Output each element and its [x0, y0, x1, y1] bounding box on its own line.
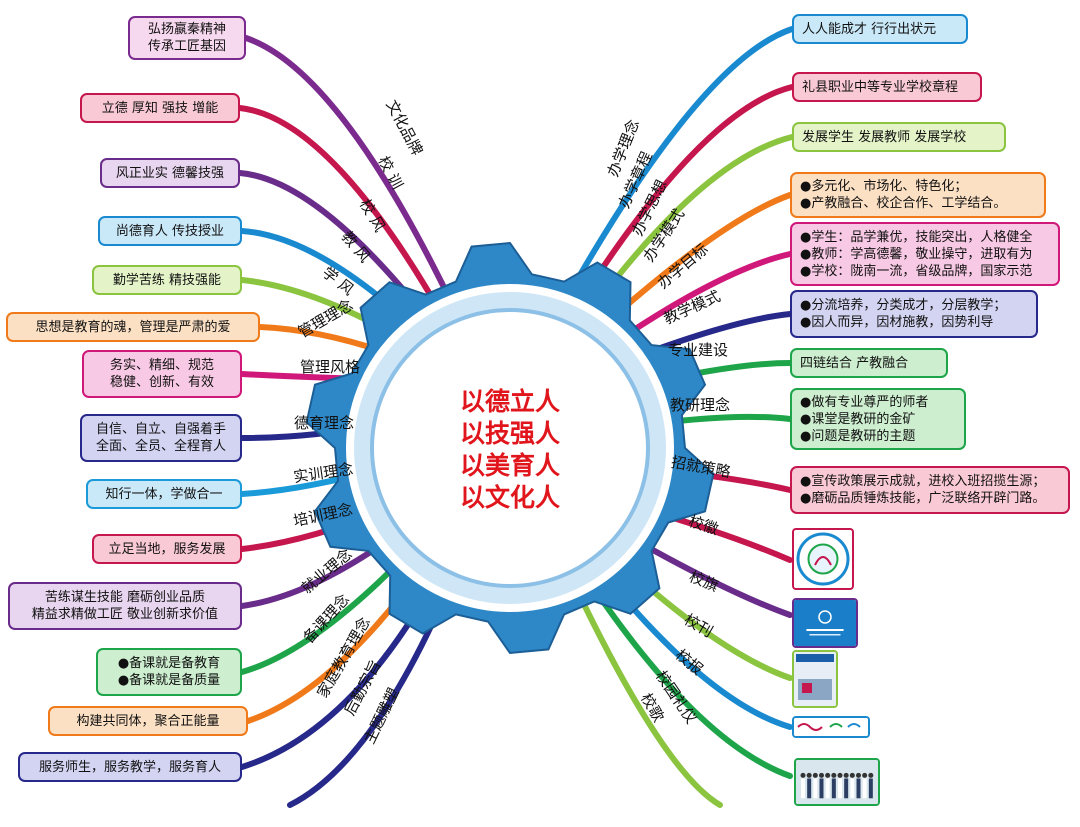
gear-center-disc: [370, 308, 650, 588]
left-leaf-text-12-0: 构建共同体，聚合正能量: [76, 713, 220, 729]
right-leaf-box-4: ●学生：品学兼优，技能突出，人格健全●教师：学高德馨，敬业操守，进取有为●学校：…: [790, 222, 1060, 286]
right-leaf-box-1: 礼县职业中等专业学校章程: [792, 72, 982, 102]
central-gear: [305, 241, 715, 655]
left-leaf-text-8-0: 知行一体，学做合一: [105, 486, 223, 502]
right-leaf-text-6-0: 四链结合 产教融合: [800, 355, 909, 371]
left-branch-line-1: [237, 105, 448, 323]
left-leaf-box-7: 自信、自立、自强着手全面、全员、全程育人: [80, 414, 242, 462]
paper-image-icon: [794, 718, 868, 736]
right-leaf-text-4-0: ●学生：品学兼优，技能突出，人格健全: [800, 229, 1033, 245]
left-leaf-text-10-0: 苦练谋生技能 磨砺创业品质: [44, 590, 206, 605]
left-branch-label-2: 校 风: [356, 196, 389, 235]
right-leaf-box-6: 四链结合 产教融合: [790, 348, 948, 378]
right-leaf-text-4-2: ●学校：陇南一流，省级品牌，国家示范: [800, 263, 1033, 279]
right-leaf-text-0-0: 人人能成才 行行出状元: [802, 21, 937, 37]
right-leaf-box-7: ●做有专业尊严的师者●课堂是教研的金矿●问题是教研的主题: [790, 388, 966, 450]
left-leaf-text-13-0: 服务师生，服务教学，服务育人: [38, 759, 221, 775]
left-leaf-text-1-0: 立德 厚知 强技 增能: [101, 100, 219, 116]
left-branch-label-0: 文化品牌: [382, 97, 426, 158]
right-branch-label-10: 校旗: [687, 567, 722, 595]
right-thumbnail-photo: [794, 758, 880, 806]
right-thumbnail-flag: [792, 598, 858, 648]
right-branch-label-9: 校徽: [686, 512, 720, 538]
center-text-line-0: 以德立人: [460, 387, 560, 416]
flag-image-icon: [794, 600, 856, 646]
left-leaf-box-1: 立德 厚知 强技 增能: [80, 93, 240, 123]
left-leaf-box-11: ●备课就是备教育 ●备课就是备质量: [96, 648, 242, 696]
left-leaf-box-13: 服务师生，服务教学，服务育人: [18, 752, 242, 782]
right-branch-label-7: 教研理念: [670, 396, 730, 414]
left-leaf-text-10-1: 精益求精做工匠 敬业创新求价值: [31, 607, 219, 622]
left-leaf-text-0-1: 传承工匠基因: [147, 39, 226, 54]
center-text-line-3: 以文化人: [460, 483, 560, 512]
right-leaf-box-0: 人人能成才 行行出状元: [792, 14, 968, 44]
left-branch-label-6: 管理风格: [300, 358, 360, 376]
right-leaf-text-3-1: ●产教融合、校企合作、工学结合。: [800, 196, 1007, 211]
right-branch-label-6: 专业建设: [668, 341, 728, 359]
left-leaf-text-4-0: 勤学苦练 精技强能: [112, 272, 222, 288]
right-thumbnail-journal: [792, 650, 838, 708]
emblem-image-icon: [796, 532, 850, 586]
center-text-line-2: 以美育人: [460, 451, 560, 480]
left-leaf-text-5-0: 思想是教育的魂，管理是严肃的爱: [35, 319, 231, 335]
left-leaf-box-2: 风正业实 德馨技强: [100, 158, 240, 188]
left-leaf-box-5: 思想是教育的魂，管理是严肃的爱: [6, 312, 260, 342]
left-leaf-box-3: 尚德育人 传技授业: [98, 216, 242, 246]
left-leaf-box-10: 苦练谋生技能 磨砺创业品质精益求精做工匠 敬业创新求价值: [8, 582, 242, 630]
left-leaf-text-7-1: 全面、全员、全程育人: [95, 439, 226, 454]
left-branch-line-0: [243, 35, 458, 313]
journal-image-icon: [794, 652, 836, 706]
left-leaf-box-8: 知行一体，学做合一: [86, 479, 242, 509]
photo-image-icon: [796, 760, 878, 804]
right-leaf-text-1-0: 礼县职业中等专业学校章程: [802, 79, 959, 95]
right-branch-line-0: [557, 26, 795, 313]
right-branch-line-14: [559, 555, 723, 808]
right-leaf-text-7-2: ●问题是教研的主题: [800, 428, 916, 444]
right-leaf-text-3-0: ●多元化、市场化、特色化；: [800, 179, 968, 194]
right-leaf-text-7-0: ●做有专业尊严的师者: [800, 394, 929, 410]
right-leaf-text-8-0: ●宣传政策展示成就，进校入班招揽生源；: [800, 474, 1046, 489]
right-leaf-text-4-1: ●教师：学高德馨，敬业操守，进取有为: [800, 246, 1033, 262]
right-leaf-box-8: ●宣传政策展示成就，进校入班招揽生源； ●磨砺品质锤炼技能，广泛联络开辟门路。: [790, 466, 1070, 514]
right-thumbnail-emblem: [792, 528, 854, 590]
left-branch-label-7: 德育理念: [294, 414, 354, 432]
left-leaf-box-12: 构建共同体，聚合正能量: [48, 706, 248, 736]
left-leaf-box-6: 务实、精细、规范稳健、创新、有效: [82, 350, 242, 398]
right-leaf-box-2: 发展学生 发展教师 发展学校: [792, 122, 1006, 152]
left-leaf-text-2-0: 风正业实 德馨技强: [115, 165, 225, 181]
left-leaf-box-9: 立足当地，服务发展: [92, 534, 242, 564]
left-leaf-text-11-0: ●备课就是备教育: [117, 656, 221, 671]
left-leaf-text-11-1: ●备课就是备质量: [117, 673, 221, 688]
right-leaf-text-5-0: ●分流培养，分类成才，分层教学；: [800, 298, 1007, 313]
left-branch-label-4: 学 风: [319, 263, 357, 299]
left-leaf-text-6-0: 务实、精细、规范: [109, 358, 214, 373]
center-text-line-1: 以技强人: [460, 419, 560, 448]
right-leaf-text-5-1: ●因人而异，因材施教，因势利导: [800, 315, 994, 330]
right-thumbnail-paper: [792, 716, 870, 738]
right-leaf-text-8-1: ●磨砺品质锤炼技能，广泛联络开辟门路。: [800, 491, 1046, 506]
left-leaf-box-4: 勤学苦练 精技强能: [92, 265, 242, 295]
right-leaf-text-2-0: 发展学生 发展教师 发展学校: [802, 129, 967, 145]
left-leaf-text-0-0: 弘扬嬴秦精神: [147, 22, 226, 37]
left-leaf-text-3-0: 尚德育人 传技授业: [115, 223, 225, 239]
left-branch-label-3: 教 风: [338, 228, 374, 266]
right-leaf-text-7-1: ●课堂是教研的金矿: [800, 411, 916, 427]
left-leaf-text-6-1: 稳健、创新、有效: [109, 375, 214, 390]
right-leaf-box-3: ●多元化、市场化、特色化； ●产教融合、校企合作、工学结合。: [790, 172, 1046, 218]
left-leaf-text-7-0: 自信、自立、自强着手: [95, 422, 226, 437]
left-leaf-text-9-0: 立足当地，服务发展: [108, 541, 226, 557]
right-leaf-box-5: ●分流培养，分类成才，分层教学； ●因人而异，因材施教，因势利导: [790, 290, 1038, 338]
left-leaf-box-0: 弘扬嬴秦精神传承工匠基因: [128, 16, 246, 60]
left-branch-label-10: 就业理念: [298, 545, 356, 597]
